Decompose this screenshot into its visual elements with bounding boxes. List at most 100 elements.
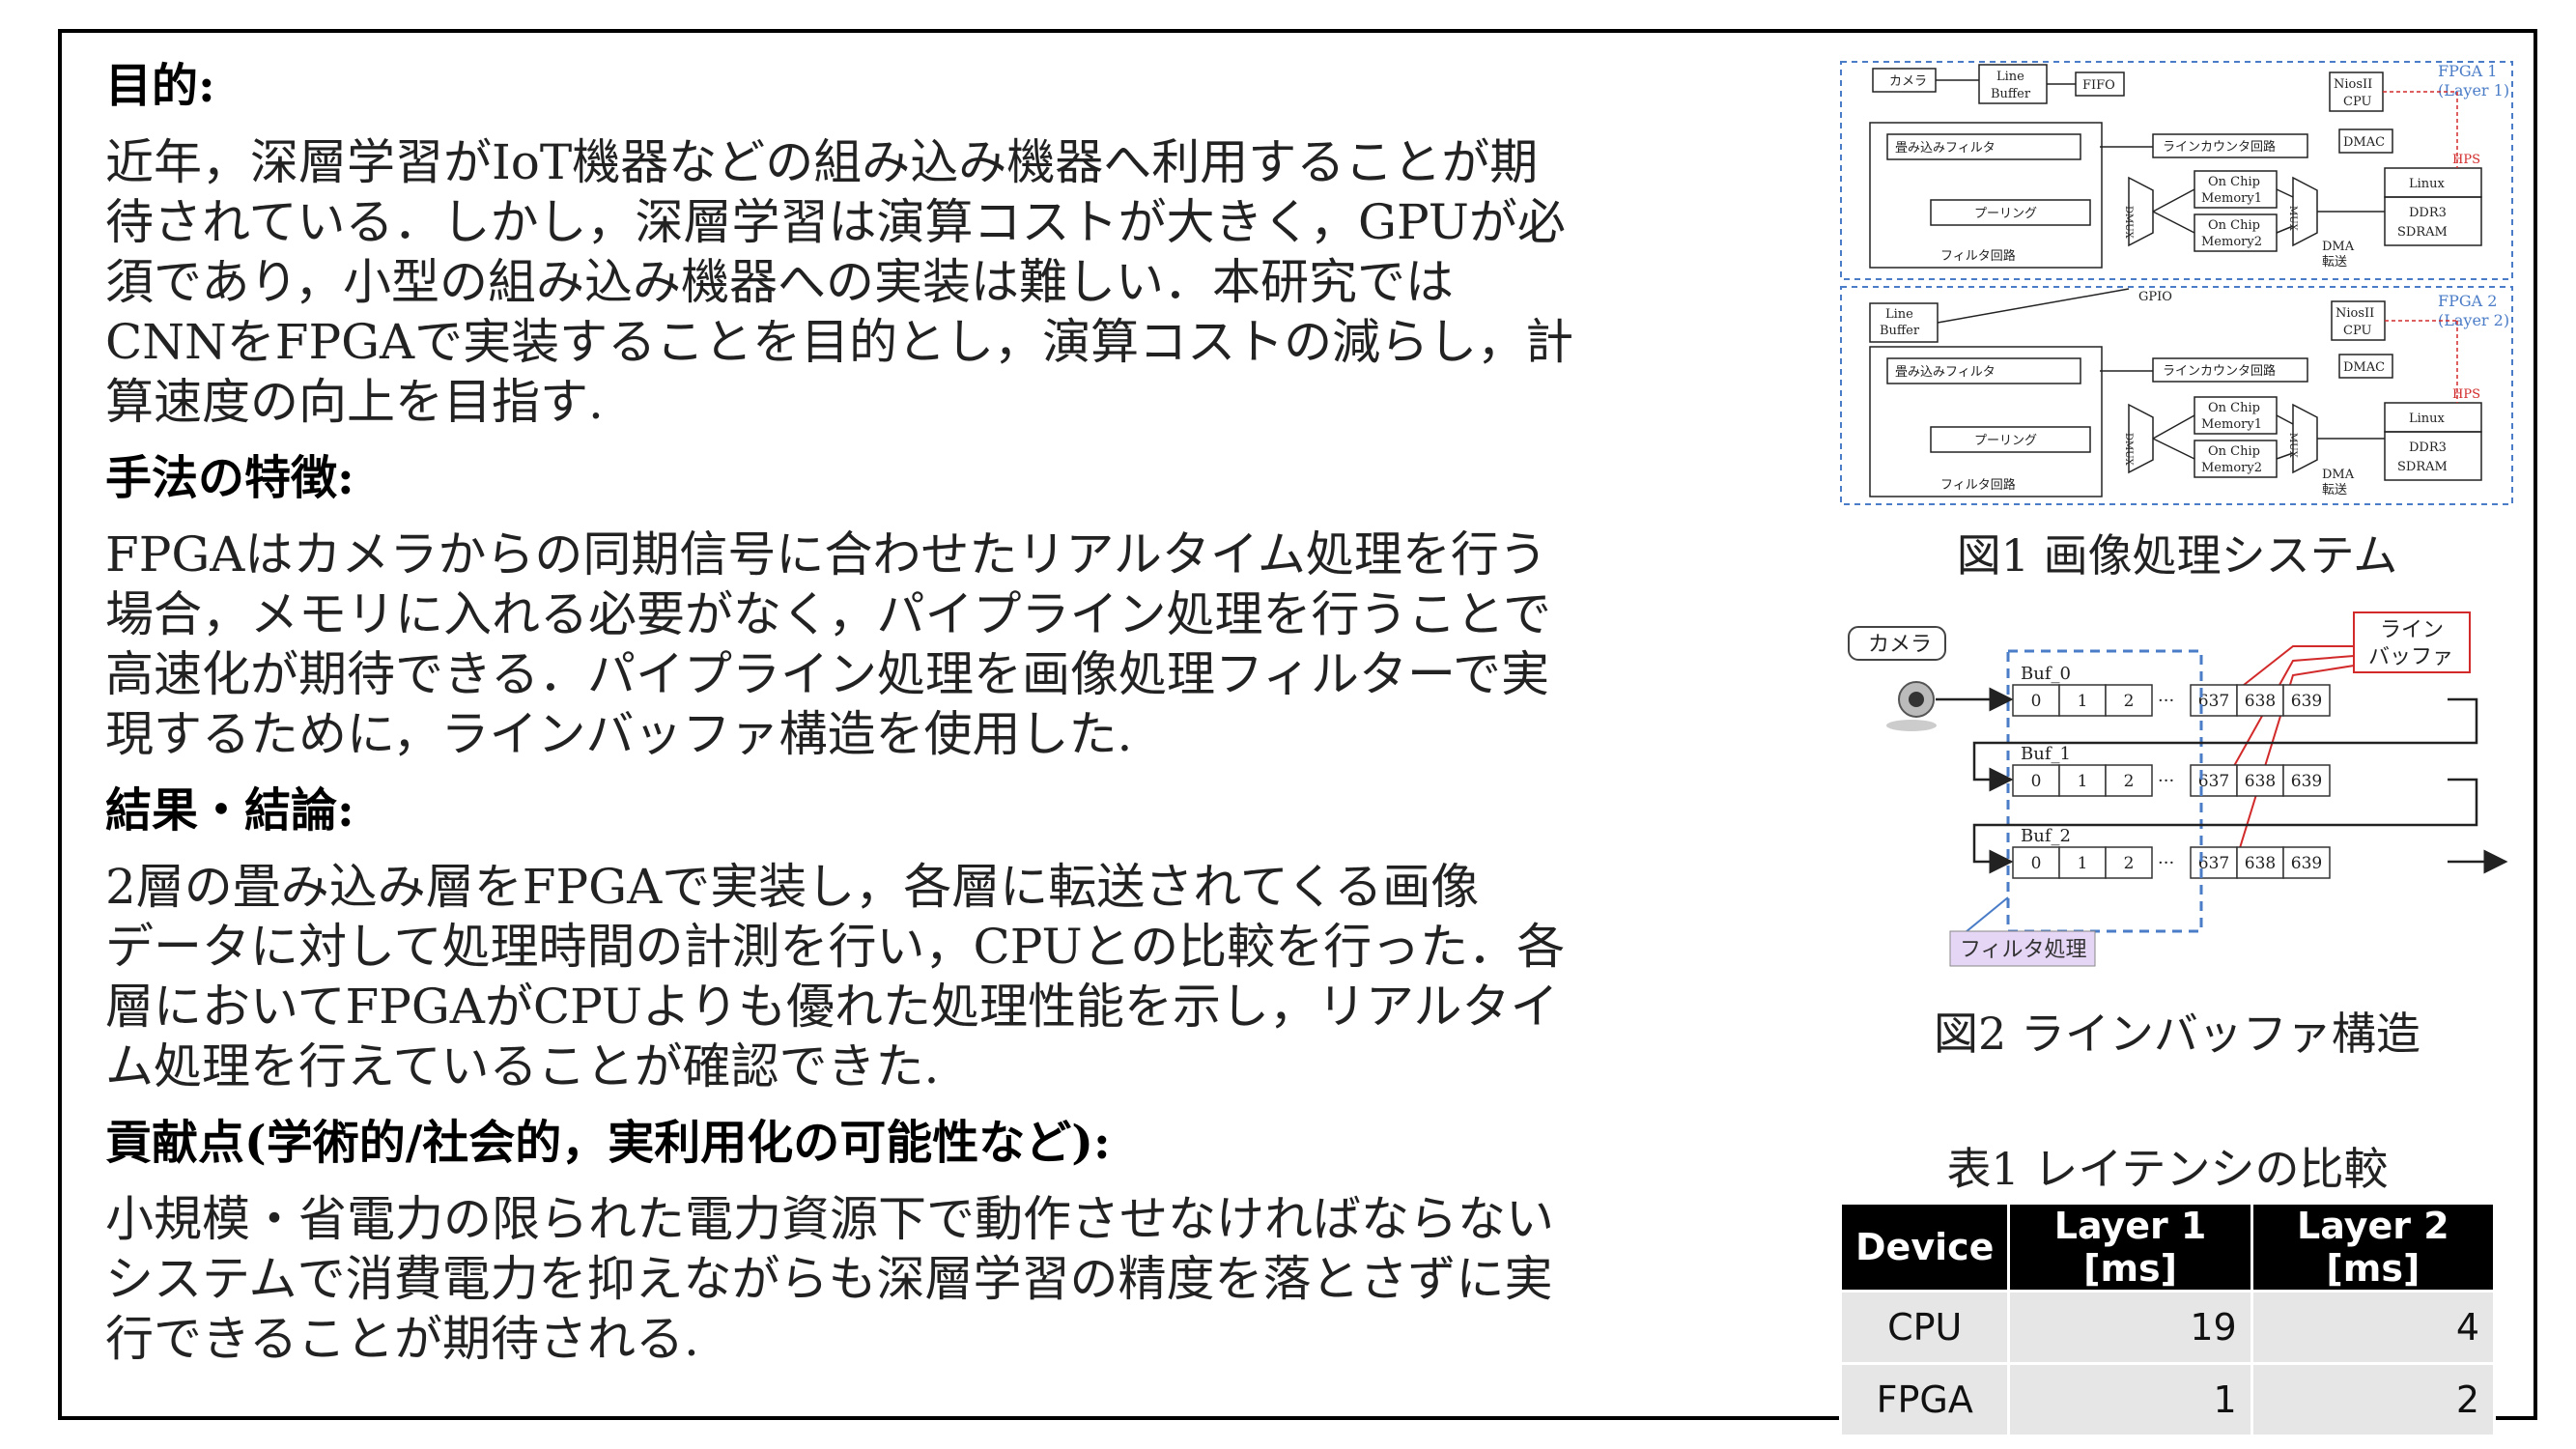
table-header: Device xyxy=(1838,1202,2011,1293)
pool-label: プーリング xyxy=(1974,434,2037,448)
latency-table: Device Layer 1 [ms] Layer 2 [ms] CPU 19 … xyxy=(1838,1202,2497,1437)
nios-cpu-label: CPU xyxy=(2343,324,2371,338)
filter-circuit-label: フィルタ回路 xyxy=(1940,477,2016,493)
buffer-cell-value: 0 xyxy=(2031,854,2042,873)
mem-label: On Chip xyxy=(2208,218,2260,233)
figure1-caption: 図1 画像処理システム xyxy=(1956,529,2398,582)
ddr-label: DDR3 xyxy=(2409,206,2447,220)
dmux-label: DMUX xyxy=(2123,206,2134,240)
linebuffer-label: Buffer xyxy=(1991,87,2031,101)
buffer-cell-value: 637 xyxy=(2198,854,2229,873)
section-purpose: 目的: 近年，深層学習がIoT機器などの組み込み機器へ利用することが期 待されて… xyxy=(105,57,1805,432)
table-cell: FPGA xyxy=(1838,1362,2011,1437)
section-body: 小規模・省電力の限られた電力資源下で動作させなければならない システムで消費電力… xyxy=(105,1191,1554,1367)
buffer-cell-value: 0 xyxy=(2031,772,2042,791)
buffer-cell-value: 2 xyxy=(2124,854,2135,873)
buffer-cell xyxy=(2190,684,2238,717)
buffer-cell xyxy=(2105,684,2153,717)
buffer-cell-value: 1 xyxy=(2078,692,2088,711)
buffer-cell-value: 639 xyxy=(2291,854,2322,873)
section-contribution: 貢献点(学術的/社会的，実利用化の可能性など): 小規模・省電力の限られた電力資… xyxy=(105,1114,1805,1369)
buffer-cell-value: 639 xyxy=(2291,772,2322,791)
mem-label: Memory1 xyxy=(2201,191,2262,206)
dma-label: 転送 xyxy=(2322,483,2347,497)
buffer-cell-value: 638 xyxy=(2245,772,2276,791)
buffer-cell-value: 1 xyxy=(2078,854,2088,873)
buffer-cell-value: 639 xyxy=(2291,692,2322,711)
buffer-cell xyxy=(2058,684,2107,717)
section-heading: 目的: xyxy=(105,59,215,113)
buffer-row-label: Buf_2 xyxy=(2021,826,2071,846)
fpga2-layer-label: (Layer 2) xyxy=(2438,311,2509,329)
linebuffer-callout-label: ライン xyxy=(2380,618,2444,642)
nios-cpu-label: CPU xyxy=(2343,95,2371,109)
buffer-cell xyxy=(2190,846,2238,879)
table-header: Layer 2 [ms] xyxy=(2250,1202,2497,1293)
mem-label: On Chip xyxy=(2208,401,2260,415)
linebuffer-label: Line xyxy=(1996,70,2024,84)
mux-label: MUX xyxy=(2287,206,2298,232)
line-counter-label: ラインカウンタ回路 xyxy=(2163,363,2276,379)
ddr-label: DDR3 xyxy=(2409,440,2447,455)
buffer-row-label: Buf_1 xyxy=(2021,744,2071,764)
nios-label: NiosII xyxy=(2334,77,2372,92)
filter-circuit-label: フィルタ回路 xyxy=(1940,248,2016,264)
figure1-system-diagram: FPGA 1 (Layer 1) FPGA 2 (Layer 2) xyxy=(1840,61,2513,505)
dmac-label: DMAC xyxy=(2343,135,2385,150)
section-heading: 結果・結論: xyxy=(105,783,354,838)
section-body: FPGAはカメラからの同期信号に合わせたリアルタイム処理を行う 場合，メモリに入… xyxy=(105,526,1551,762)
buffer-cell xyxy=(2012,764,2060,797)
dmac-label: DMAC xyxy=(2343,360,2385,375)
table-header-row: Device Layer 1 [ms] Layer 2 [ms] xyxy=(1838,1202,2497,1293)
buffer-row-label: Buf_0 xyxy=(2021,664,2071,684)
gpio-label: GPIO xyxy=(2138,290,2172,304)
linebuffer-callout xyxy=(2353,611,2471,673)
linebuffer-callout-label: バッファ xyxy=(2368,645,2453,669)
mem-label: On Chip xyxy=(2208,444,2260,459)
fifo-label: FIFO xyxy=(2082,78,2115,93)
mem-label: On Chip xyxy=(2208,175,2260,189)
buffer-cell xyxy=(2282,764,2331,797)
table1-caption: 表1 レイテンシの比較 xyxy=(1946,1143,2389,1195)
buffer-cell-value: 637 xyxy=(2198,772,2229,791)
buffer-cell xyxy=(2282,846,2331,879)
section-heading: 貢献点(学術的/社会的，実利用化の可能性など): xyxy=(105,1116,1111,1170)
conv-label: 畳み込みフィルタ xyxy=(1895,365,1996,380)
dma-label: DMA xyxy=(2322,240,2355,254)
section-heading: 手法の特徴: xyxy=(105,451,354,505)
fpga2-label: FPGA 2 xyxy=(2438,292,2497,310)
mem-label: Memory2 xyxy=(2201,235,2262,249)
filter-label-box xyxy=(1949,930,2096,967)
table-cell: 2 xyxy=(2250,1362,2497,1437)
linebuffer-label: Buffer xyxy=(1880,324,1920,338)
section-results: 結果・結論: 2層の畳み込み層をFPGAで実装し，各層に転送されてくる画像 デー… xyxy=(105,781,1805,1096)
buffer-cell xyxy=(2236,764,2284,797)
mem-label: Memory1 xyxy=(2201,417,2262,432)
linebuffer-label: Line xyxy=(1885,307,1913,322)
table-header: Layer 1 [ms] xyxy=(2007,1202,2253,1293)
line-counter-label: ラインカウンタ回路 xyxy=(2163,139,2276,155)
linux-label: Linux xyxy=(2409,412,2446,426)
fpga1-label: FPGA 1 xyxy=(2438,62,2497,80)
buffer-cell-value: 2 xyxy=(2124,692,2135,711)
buffer-cell-value: 638 xyxy=(2245,692,2276,711)
table-row: FPGA 1 2 xyxy=(1838,1362,2497,1437)
buffer-ellipsis: ··· xyxy=(2158,853,2174,873)
ddr-label: SDRAM xyxy=(2397,225,2448,240)
table-row: CPU 19 4 xyxy=(1838,1290,2497,1365)
nios-label: NiosII xyxy=(2335,306,2374,321)
ddr-label: SDRAM xyxy=(2397,460,2448,474)
table-cell: 19 xyxy=(2007,1290,2253,1365)
buffer-cell xyxy=(2105,846,2153,879)
buffer-cell-value: 0 xyxy=(2031,692,2042,711)
section-body: 近年，深層学習がIoT機器などの組み込み機器へ利用することが期 待されている．し… xyxy=(105,134,1574,430)
buffer-ellipsis: ··· xyxy=(2158,691,2174,711)
conv-label: 畳み込みフィルタ xyxy=(1895,141,1996,156)
buffer-rows: Buf_0 0 1 2 637 638 639 ··· Buf_1 0 1 2 637 638 639 ···… xyxy=(2012,664,2331,879)
dmux-label: DMUX xyxy=(2123,433,2134,467)
table-cell: CPU xyxy=(1838,1290,2011,1365)
buffer-ellipsis: ··· xyxy=(2158,771,2174,791)
buffer-cell-value: 637 xyxy=(2198,692,2229,711)
mux-label: MUX xyxy=(2287,433,2298,459)
